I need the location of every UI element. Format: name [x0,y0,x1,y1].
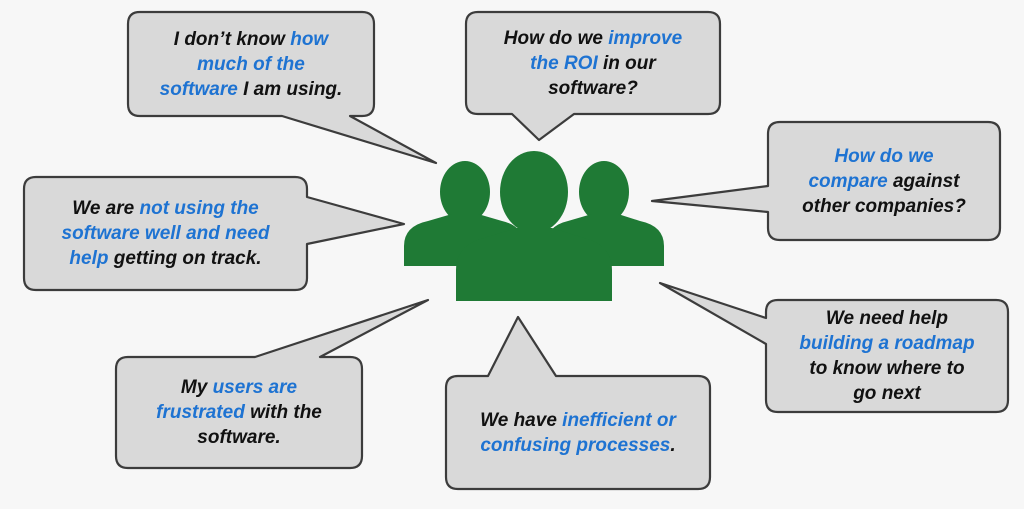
bubble-text-line: to know where to [799,356,974,381]
speech-bubble-roadmap [658,281,1010,414]
plain-text: against [887,170,960,192]
plain-text: We are [72,198,140,219]
highlighted-text: confusing processes [480,434,671,456]
speech-bubble-compare-companies [650,120,1002,242]
bubble-text-line: much of the [160,52,343,77]
speech-bubble-not-using-well [22,175,406,292]
plain-text: We need help [825,308,949,329]
bubble-text-line: My users are [156,375,322,400]
plain-text: with the [244,402,322,423]
bubble-text-line: How do we improve [504,26,682,51]
bubble-text-line: go next [799,381,974,406]
plain-text: . [670,434,676,456]
bubble-text-line: help getting on track. [62,246,270,271]
bubble-text-lines: We need help building a roadmap to know wh… [799,306,974,406]
bubble-text-line: How do we [802,144,966,169]
bubble-text-line: We have inefficient or [480,408,676,433]
highlighted-text: inefficient or [562,409,676,431]
highlighted-text: not using the [139,198,259,219]
bubble-text-line: other companies? [802,194,966,219]
highlighted-text: help [69,248,109,269]
plain-text: to know where to [809,358,965,379]
highlighted-text: the ROI [530,52,598,74]
bubble-text-line: the ROI in our [504,51,682,76]
plain-text: How do we [503,27,609,49]
bubble-text-line: software I am using. [160,77,343,102]
bubble-text-line: software well and need [62,221,270,246]
highlighted-text: users are [212,377,298,398]
highlighted-text: compare [808,170,888,192]
plain-text: I don’t know [173,28,291,50]
speech-bubble-improve-roi [464,10,722,142]
bubble-text-line: compare against [802,169,966,194]
bubble-text-line: frustrated with the [156,400,322,425]
plain-text: in our [597,52,656,74]
plain-text: I am using. [237,78,343,100]
bubble-text-line: We need help [799,306,974,331]
bubble-text-line: We are not using the [62,196,270,221]
bubble-text-line: confusing processes. [480,433,676,458]
highlighted-text: building a roadmap [799,333,975,354]
bubble-text-line: building a roadmap [799,331,974,356]
highlighted-text: software well and need [61,223,270,244]
plain-text: go next [853,383,921,404]
bubble-text-roadmap: We need help building a roadmap to know wh… [770,304,1004,408]
bubble-text-line: I don’t know how [160,27,343,52]
plain-text: other companies? [802,195,966,217]
highlighted-text: improve [608,27,683,49]
highlighted-text: frustrated [156,402,245,423]
highlighted-text: How do we [834,145,934,167]
bubble-text-line: software. [156,425,322,450]
highlighted-text: software [159,78,238,100]
plain-text: getting on track. [108,248,262,269]
plain-text: My [180,377,213,398]
plain-text: software? [548,77,638,99]
highlighted-text: how [290,28,329,50]
speech-bubble-software-usage-awareness [126,10,438,165]
highlighted-text: much of the [197,53,305,75]
bubble-text-line: software? [504,76,682,101]
speech-bubble-frustrated-users [114,298,430,470]
speech-bubble-inefficient-processes [444,315,712,491]
plain-text: software. [197,427,281,448]
plain-text: We have [480,409,563,431]
group-of-people-icon [404,151,664,301]
